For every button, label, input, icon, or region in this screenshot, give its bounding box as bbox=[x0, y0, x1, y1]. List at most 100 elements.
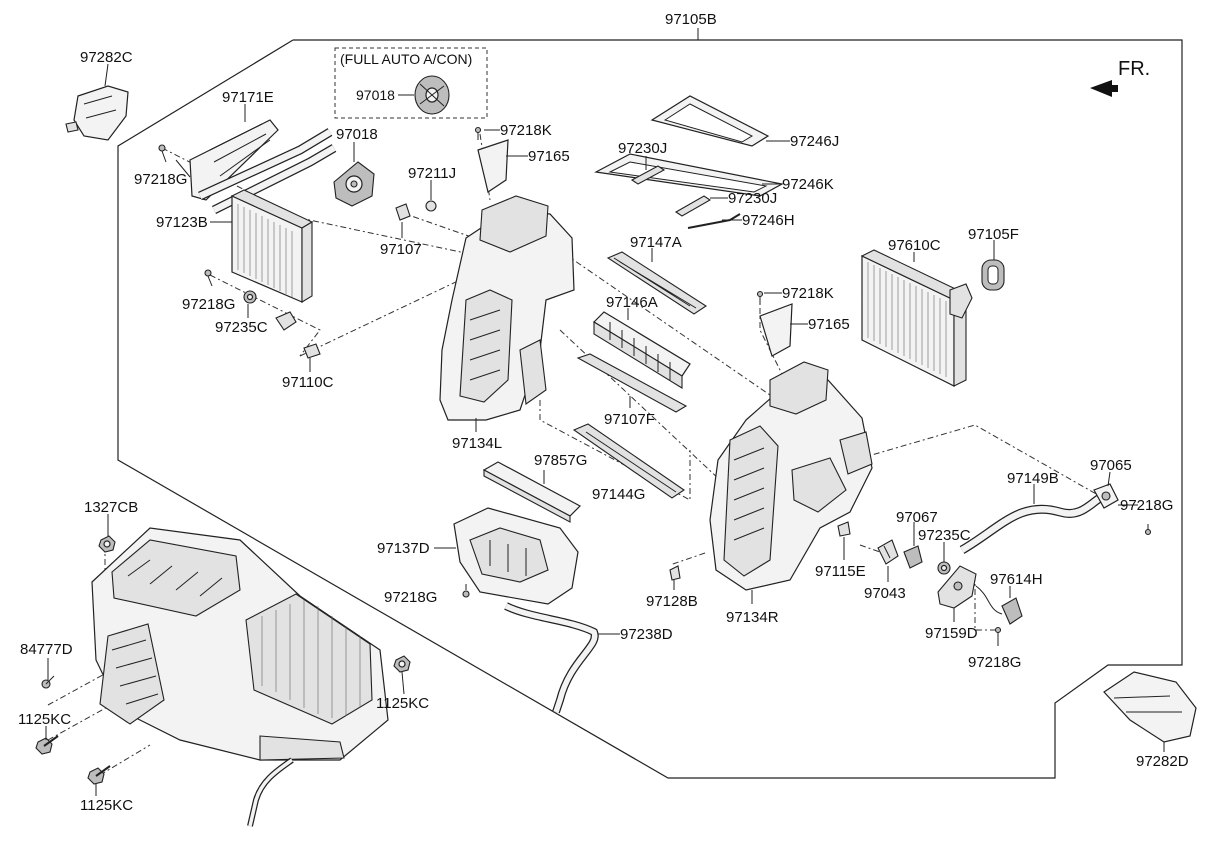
case-right-97134r-icon bbox=[709, 361, 873, 591]
door-97144g-icon bbox=[572, 423, 685, 499]
callout-97246k: 97246K bbox=[782, 176, 834, 193]
front-arrow-icon bbox=[1090, 80, 1118, 97]
filter-seal-97246h-icon bbox=[687, 213, 741, 229]
callout-97128b: 97128B bbox=[646, 593, 698, 610]
sensor-97043-icon bbox=[877, 539, 899, 565]
actuator-97018-icon bbox=[333, 161, 375, 207]
screw-97218g-a-icon bbox=[158, 144, 167, 163]
drain-hose-97238d-icon bbox=[504, 602, 599, 714]
callout-97018-auto: 97018 bbox=[356, 87, 395, 103]
callout-1327cb: 1327CB bbox=[84, 499, 138, 516]
callout-97115e: 97115E bbox=[815, 563, 866, 580]
front-marker-text: FR. bbox=[1118, 58, 1150, 80]
screw-97218g-e-icon bbox=[994, 626, 1002, 646]
callout-97159d: 97159D bbox=[925, 625, 978, 642]
clip-icon bbox=[275, 311, 297, 331]
bolt-1125kc-a-icon bbox=[35, 735, 59, 755]
callout-97067: 97067 bbox=[896, 509, 938, 526]
callout-97147a: 97147A bbox=[630, 234, 682, 251]
actuator-motor-auto-icon bbox=[414, 75, 450, 115]
case-left-97134l-icon bbox=[439, 195, 575, 421]
callout-97107f: 97107F bbox=[604, 411, 655, 428]
callout-97230j-a: 97230J bbox=[618, 140, 667, 157]
harness-97614h-icon bbox=[975, 585, 1023, 625]
callout-97218g-d: 97218G bbox=[384, 589, 437, 606]
callout-97218g-c: 97218G bbox=[1120, 497, 1173, 514]
callout-97146a: 97146A bbox=[606, 294, 658, 311]
callout-97211j: 97211J bbox=[408, 165, 456, 182]
callout-97246h: 97246H bbox=[742, 212, 795, 229]
nut-1125kc-c-icon bbox=[393, 655, 411, 673]
grommet-97235c-b-icon bbox=[937, 561, 951, 575]
grommet-97235c-a-icon bbox=[243, 290, 257, 304]
lever-97107-icon bbox=[395, 203, 411, 221]
callout-97282c: 97282C bbox=[80, 49, 133, 66]
filter-seal-97246j-icon bbox=[650, 95, 770, 147]
clip-97115e-icon bbox=[837, 521, 851, 537]
bolt-1125kc-b-icon bbox=[87, 765, 111, 785]
front-direction-marker: FR. bbox=[1090, 58, 1150, 97]
callout-97235c-b: 97235C bbox=[918, 527, 971, 544]
assembly-label: 97105B bbox=[665, 11, 717, 28]
full-auto-option-box: (FULL AUTO A/CON) bbox=[334, 47, 488, 119]
pipe-bracket-97171e-icon bbox=[189, 119, 279, 201]
callout-97134l: 97134L bbox=[452, 435, 502, 452]
callout-97235c-a: 97235C bbox=[215, 319, 268, 336]
clip-97128b-icon bbox=[669, 565, 681, 581]
screw-97218g-c-icon bbox=[1144, 524, 1152, 536]
callout-84777d: 84777D bbox=[20, 641, 73, 658]
option-note: (FULL AUTO A/CON) bbox=[340, 51, 472, 67]
callout-97144g: 97144G bbox=[592, 486, 645, 503]
callout-97246j: 97246J bbox=[790, 133, 839, 150]
callout-97238d: 97238D bbox=[620, 626, 673, 643]
callout-1125kc-c: 1125KC bbox=[376, 695, 429, 712]
nut-1327cb-icon bbox=[98, 535, 116, 553]
screw-97218k-a-icon bbox=[474, 126, 482, 140]
callout-97165-b: 97165 bbox=[808, 316, 850, 333]
callout-97165-a: 97165 bbox=[528, 148, 570, 165]
callout-97105f: 97105F bbox=[968, 226, 1019, 243]
evaporator-97610c-icon bbox=[860, 249, 973, 387]
callout-97171e: 97171E bbox=[222, 89, 274, 106]
sensor-97065-icon bbox=[1093, 483, 1119, 509]
seal-97105f-icon bbox=[981, 259, 1005, 291]
callout-97857g: 97857G bbox=[534, 452, 587, 469]
callout-97282d: 97282D bbox=[1136, 753, 1189, 770]
clamp-97110c-icon bbox=[303, 343, 321, 359]
assembled-hvac-unit-icon bbox=[91, 527, 389, 827]
screw-97218g-d-icon bbox=[462, 584, 470, 598]
callout-97149b: 97149B bbox=[1007, 470, 1059, 487]
filter-strip-97230j-a-icon bbox=[630, 165, 666, 185]
hose-97149b-icon bbox=[959, 494, 1103, 554]
assembly-frame: 97105B bbox=[117, 11, 1183, 779]
door-97146a-icon bbox=[593, 311, 691, 389]
duct-97282d-icon bbox=[1103, 671, 1197, 743]
heater-core-97123b-icon bbox=[230, 189, 314, 303]
callout-97107: 97107 bbox=[380, 241, 422, 258]
bracket-97165-b-icon bbox=[759, 303, 793, 357]
callout-97610c: 97610C bbox=[888, 237, 941, 254]
screw-97218k-b-icon bbox=[756, 290, 764, 304]
screw-97218g-b-icon bbox=[204, 269, 213, 287]
callout-97218k-b: 97218K bbox=[782, 285, 834, 302]
callout-97614h: 97614H bbox=[990, 571, 1043, 588]
filter-seal-97246k-icon bbox=[594, 153, 784, 197]
filter-strip-97230j-b-icon bbox=[674, 195, 712, 217]
callout-1125kc-b: 1125KC bbox=[80, 797, 133, 814]
callout-97218g-e: 97218G bbox=[968, 654, 1021, 671]
callout-97123b: 97123B bbox=[156, 214, 208, 231]
callout-1125kc-a: 1125KC bbox=[18, 711, 71, 728]
cap-97211j-icon bbox=[425, 200, 437, 212]
actuator-97159d-icon bbox=[937, 565, 977, 609]
callout-97230j-b: 97230J bbox=[728, 190, 777, 207]
door-97107f-icon bbox=[576, 353, 688, 413]
case-lower-97137d-icon bbox=[453, 507, 579, 605]
bracket-97165-a-icon bbox=[477, 139, 509, 193]
bolt-84777d-icon bbox=[41, 675, 55, 689]
callout-97218g-b: 97218G bbox=[182, 296, 235, 313]
callout-97134r: 97134R bbox=[726, 609, 779, 626]
callout-97110c: 97110C bbox=[282, 374, 334, 391]
duct-97282c-icon bbox=[65, 85, 129, 141]
sensor-97067-icon bbox=[903, 545, 923, 569]
